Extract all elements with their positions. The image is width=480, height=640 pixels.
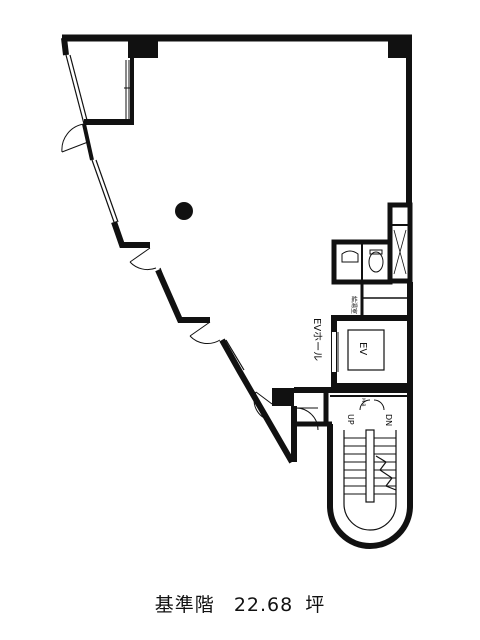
storage-room [84,48,134,125]
diagonal-windows [65,54,245,371]
label-elevator: EV [357,342,368,355]
core-doors [253,391,385,431]
floor-caption: 基準階 22.68 坪 [0,590,480,617]
area-unit: 坪 [305,594,326,616]
stairs [327,408,413,549]
exterior-walls [61,34,412,464]
label-ev-hall: EVホール [311,318,323,361]
floor-name: 基準階 [154,594,215,616]
label-stairs-down: DN [384,414,393,426]
doors [61,123,221,344]
core-walls [291,202,413,462]
label-stairs-up: UP [346,414,355,425]
floor-area: 22.68 [233,594,294,616]
toilet-fixtures [341,249,384,273]
columns [128,38,412,406]
label-water-room: 給湯室 [350,296,358,314]
label-meter-box: M B [360,398,366,406]
